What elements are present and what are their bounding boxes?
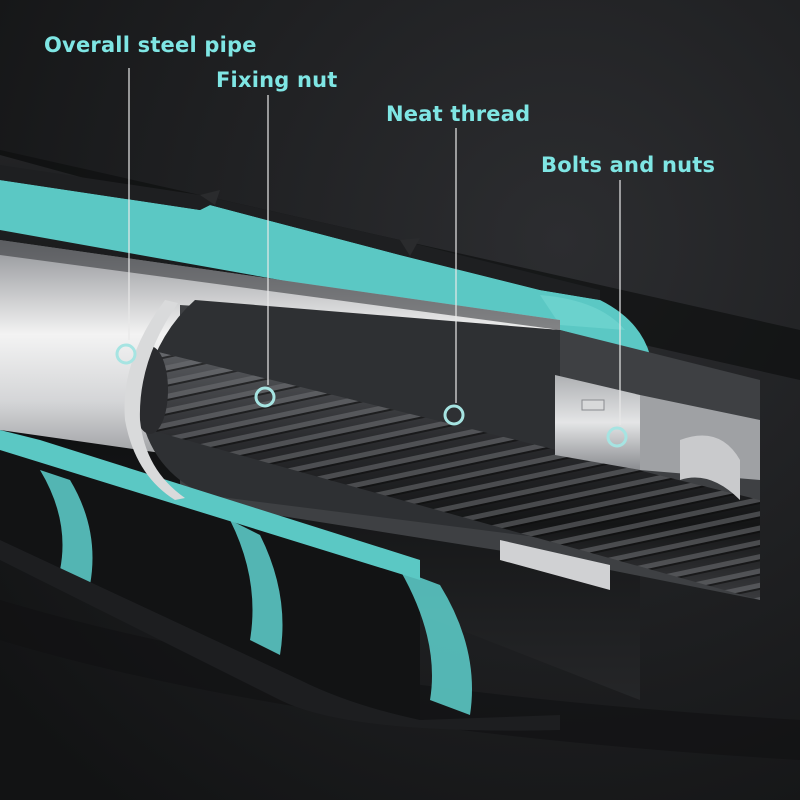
callout-label-fixing-nut: Fixing nut [216,68,338,92]
marker-overall-steel-pipe [115,343,137,365]
leader-lines [128,68,621,425]
callout-label-overall-steel-pipe: Overall steel pipe [44,33,257,57]
callout-label-bolts-and-nuts: Bolts and nuts [541,153,716,177]
lower-cut-section [0,430,560,731]
marker-bolts-and-nuts [606,426,628,448]
marker-fixing-nut [254,386,276,408]
callout-label-neat-thread: Neat thread [386,102,531,126]
marker-neat-thread [443,404,465,426]
pipe-end-face [124,300,185,500]
markers [115,343,628,448]
